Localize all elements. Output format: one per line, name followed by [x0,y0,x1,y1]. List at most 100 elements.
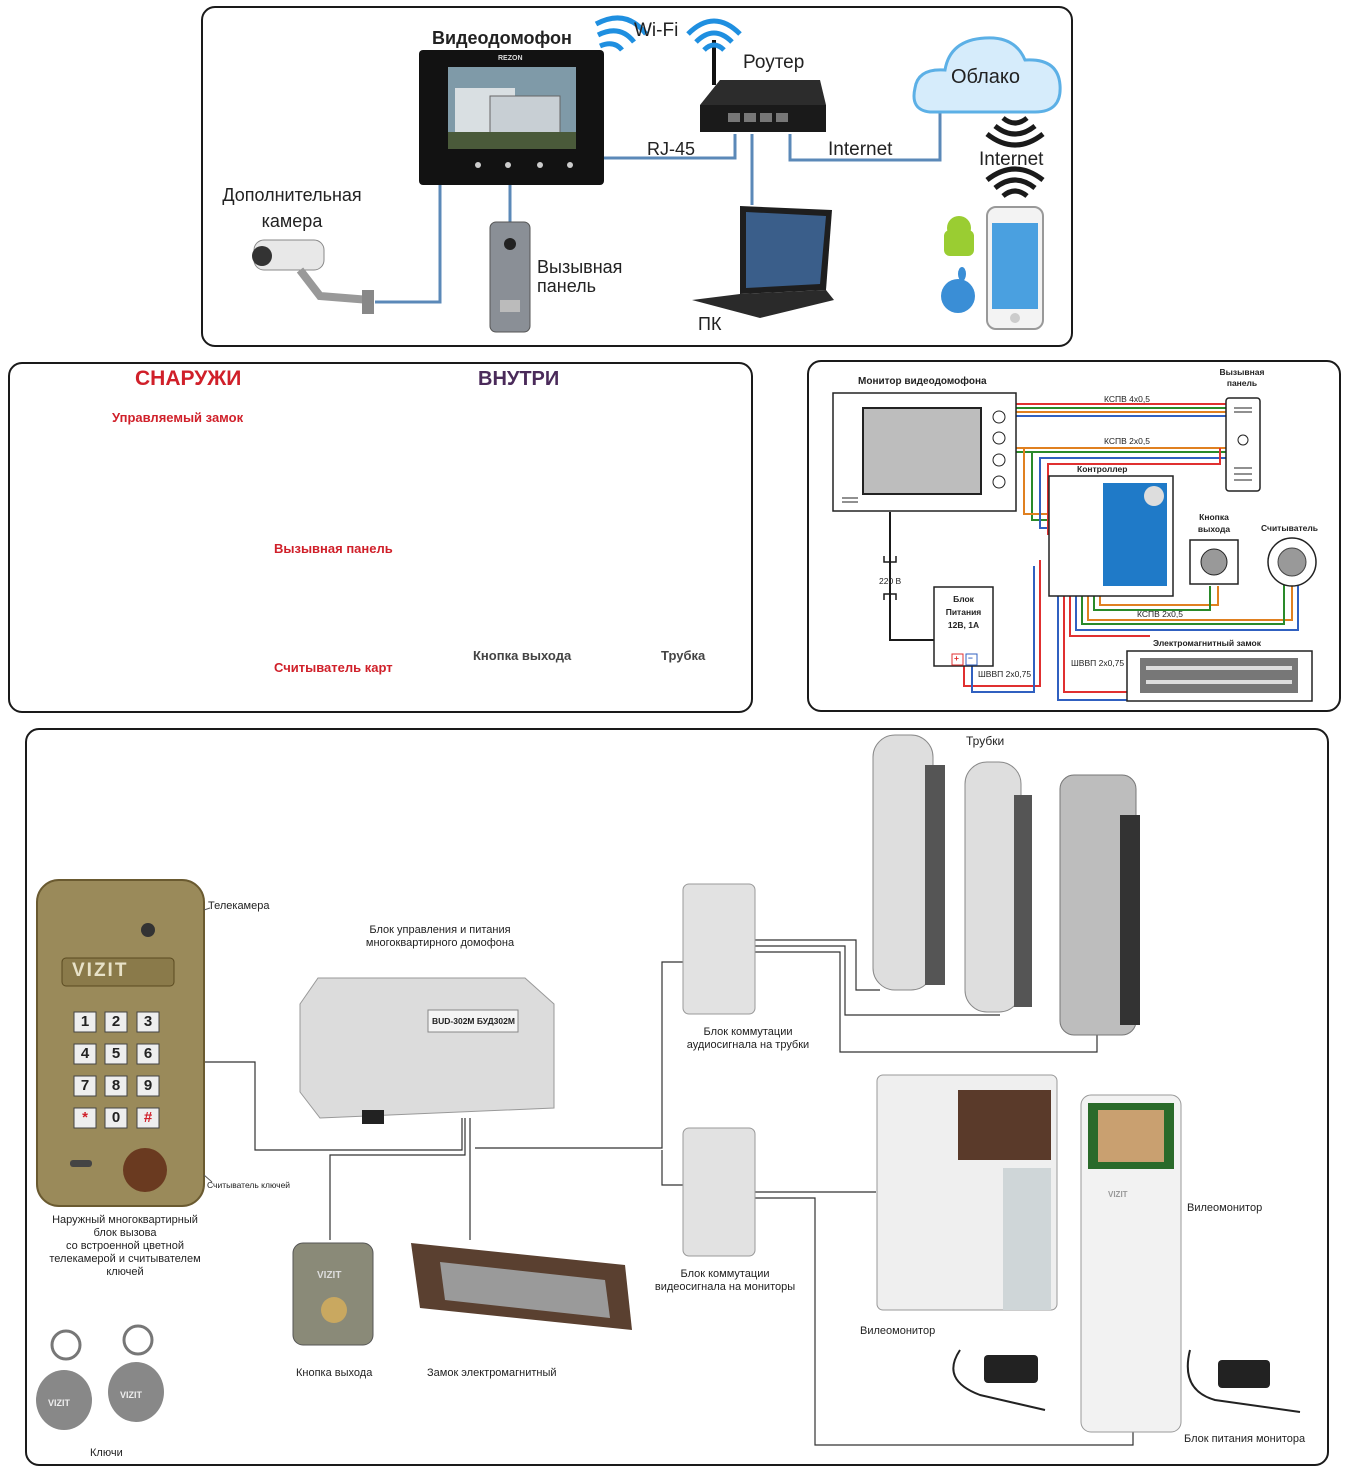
label-wiring-call-panel: Вызывная панель [1212,367,1272,389]
label-exit-button-ml: Кнопка выхода [473,648,572,663]
wiring-call-panel-shape [1225,397,1261,492]
label-wifi: Wi-Fi [634,20,679,41]
keypad-key-8: 8 [111,1077,121,1094]
keypad-key-0: 0 [111,1109,121,1126]
label-extra-camera-l2: камера [261,211,323,231]
exit-button-brand: VIZIT [317,1270,342,1281]
label-psu-minus: − [968,653,973,663]
label-rj45: RJ-45 [647,139,696,159]
label-key-reader: Считыватель ключей [207,1180,291,1190]
keypad-key-4: 4 [80,1045,90,1062]
label-internet-wifi: Internet [979,149,1044,170]
label-em-lock-wiring: Электромагнитный замок [1153,638,1261,648]
video-monitor-device [419,50,604,185]
label-call-panel-top: Вызывная панель [537,258,622,296]
label-videomonitor-left: Вилеомонитор [860,1325,936,1337]
door-layout-panel [8,362,753,713]
label-outdoor-unit-l3: со встроенной цветной [65,1240,185,1252]
label-control-unit-l1: Блок управления и питания [369,924,511,936]
label-wiring-monitor: Монитор видеодомофона [858,376,987,387]
label-inside: ВНУТРИ [478,368,560,390]
label-control-unit-l2: многоквартирного домофона [365,937,515,949]
smartphone-device [986,206,1044,330]
label-220v: 220 В [879,576,902,586]
bottom-exit-button-device [292,1242,374,1346]
label-card-reader: Считыватель карт [274,660,393,675]
label-video-switch: Блок коммутации видеосигнала на мониторы [640,1268,810,1294]
label-controller: Контроллер [1077,464,1128,474]
label-outside: СНАРУЖИ [135,367,242,390]
label-handset-ml: Трубка [661,648,706,663]
handset-device-1 [872,734,945,991]
label-outdoor-unit: Наружный многоквартирный блок вызова со … [30,1214,220,1279]
label-call-panel-top-l2: панель [537,276,596,296]
videomonitor-right-brand: VIZIT [1108,1190,1128,1199]
label-videodomofon: Видеодомофон [432,28,572,48]
label-keys: Ключи [90,1447,123,1459]
label-router: Роутер [743,52,805,73]
laptop-device [692,206,834,318]
label-outdoor-unit-l5: ключей [106,1266,144,1278]
label-cable-shvvp-left: ШВВП 2х0,75 [978,669,1032,679]
video-switch-device [682,1127,756,1257]
keypad-key-2: 2 [111,1013,121,1030]
keypad [73,1011,160,1129]
audio-switch-device [682,883,756,1015]
label-cable-2x05-top: КСПВ 2х0,5 [1104,436,1150,446]
label-wiring-exit: Кнопка выхода [1190,511,1238,535]
wiring-psu-shape [933,586,994,667]
ip-intercom-panel [201,6,1073,347]
label-exit-button-bottom: Кнопка выхода [296,1367,373,1379]
label-controlled-lock: Управляемый замок [112,410,244,425]
cloud-icon [912,36,1062,114]
label-wiring-call-panel-l1: Вызывная [1219,367,1265,377]
label-outdoor-unit-l4: телекамерой и считывателем [49,1253,201,1265]
label-extra-camera-l1: Дополнительная [222,185,362,205]
keypad-key-6: 6 [143,1045,153,1062]
label-outdoor-unit-l2: блок вызова [93,1227,157,1239]
label-audio-switch-l2: аудиосигнала на трубки [686,1039,810,1051]
label-handsets: Трубки [966,734,1005,748]
label-psu: Блок Питания 12В, 1А [934,593,993,632]
label-psu-plus: + [954,653,959,663]
router-device [700,40,826,132]
videomonitor-right-device [1080,1094,1182,1433]
keypad-key-star: * [82,1109,88,1126]
label-cable-2x05-bottom: КСПВ 2х0,5 [1137,609,1183,619]
label-call-panel-ml: Вызывная панель [274,541,393,556]
keypad-key-1: 1 [80,1013,90,1030]
ip-call-panel-device [489,221,531,333]
keypad-key-hash: # [143,1109,153,1126]
label-camera: Телекамера [208,900,270,912]
top-connections [375,98,942,304]
extra-camera-device [252,239,374,314]
label-wiring-exit-l1: Кнопка [1199,512,1229,522]
monitor-psu-right-icon [1186,1349,1301,1413]
wiring-monitor-shape [832,392,1017,512]
label-outdoor-unit-l1: Наружный многоквартирный [52,1214,198,1226]
label-internet-line: Internet [828,139,893,160]
wifi-icon [594,15,648,52]
bottom-connections [205,939,1134,1446]
label-video-switch-l2: видеосигнала на мониторы [654,1281,796,1293]
label-cloud: Облако [951,66,1021,88]
label-videomonitor-right: Вилеомонитор [1187,1202,1263,1214]
keypad-key-5: 5 [111,1045,121,1062]
apartment-intercom-panel [25,728,1329,1466]
label-em-lock-bottom: Замок электромагнитный [427,1367,557,1379]
keypad-key-7: 7 [80,1077,90,1094]
label-cu-model: BUD-302M БУД302М [432,1016,515,1026]
apple-icon [941,267,975,313]
label-audio-switch: Блок коммутации аудиосигнала на трубки [668,1026,828,1052]
wiring-controller-shape [1048,475,1174,597]
label-psu-l3: 12В, 1А [947,620,980,630]
keypad-key-9: 9 [143,1077,153,1094]
key2-brand: VIZIT [120,1390,142,1400]
label-monitor-brand: REZON [498,55,523,62]
videomonitor-left-device [876,1074,1058,1311]
handset-device-2 [964,761,1032,1013]
label-psu-l2: Питания [945,607,982,617]
router-wifi-icon [686,18,742,52]
label-wiring-call-panel-l2: панель [1226,378,1258,388]
keys-icon [36,1324,164,1430]
